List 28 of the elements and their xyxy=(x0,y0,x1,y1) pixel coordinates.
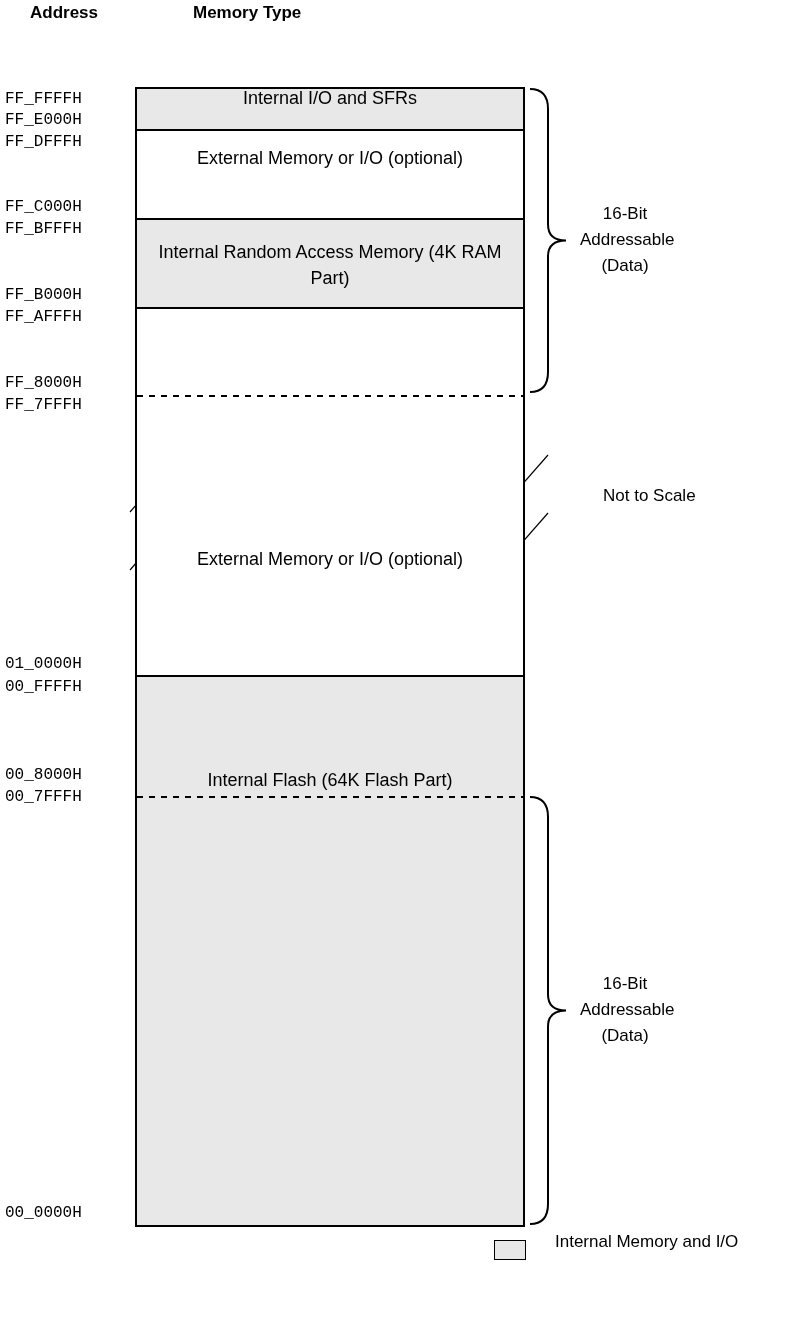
address-label: 00_FFFFH xyxy=(5,678,82,696)
memory-region xyxy=(135,129,525,220)
region-label: External Memory or I/O (optional) xyxy=(195,147,465,170)
column-header: Address xyxy=(30,3,99,23)
memory-region xyxy=(135,675,525,1227)
region-label: Internal Random Access Memory (4K RAM Part) xyxy=(157,241,503,290)
region-label: Internal Flash (64K Flash Part) xyxy=(206,769,454,792)
address-label: FF_7FFFH xyxy=(5,396,82,414)
address-label: 00_8000H xyxy=(5,766,82,784)
address-label: FF_FFFFH xyxy=(5,90,82,108)
address-label: FF_B000H xyxy=(5,286,82,304)
address-label: FF_AFFFH xyxy=(5,308,82,326)
memory-region xyxy=(135,218,525,309)
note: Not to Scale xyxy=(603,486,696,506)
address-label: FF_E000H xyxy=(5,111,82,129)
address-label: FF_C000H xyxy=(5,198,82,216)
address-label: FF_DFFFH xyxy=(5,133,82,151)
region-label: Internal I/O and SFRs xyxy=(241,87,419,110)
address-label: 00_0000H xyxy=(5,1204,82,1222)
legend-label: Internal Memory and I/O xyxy=(555,1232,739,1252)
memory-region xyxy=(135,87,525,131)
column-header: Memory Type xyxy=(193,3,302,23)
address-label: FF_BFFFH xyxy=(5,220,82,238)
address-label: FF_8000H xyxy=(5,374,82,392)
memory-region xyxy=(135,307,525,677)
address-label: 00_7FFFH xyxy=(5,788,82,806)
address-label: 01_0000H xyxy=(5,655,82,673)
region-label: External Memory or I/O (optional) xyxy=(195,548,465,571)
